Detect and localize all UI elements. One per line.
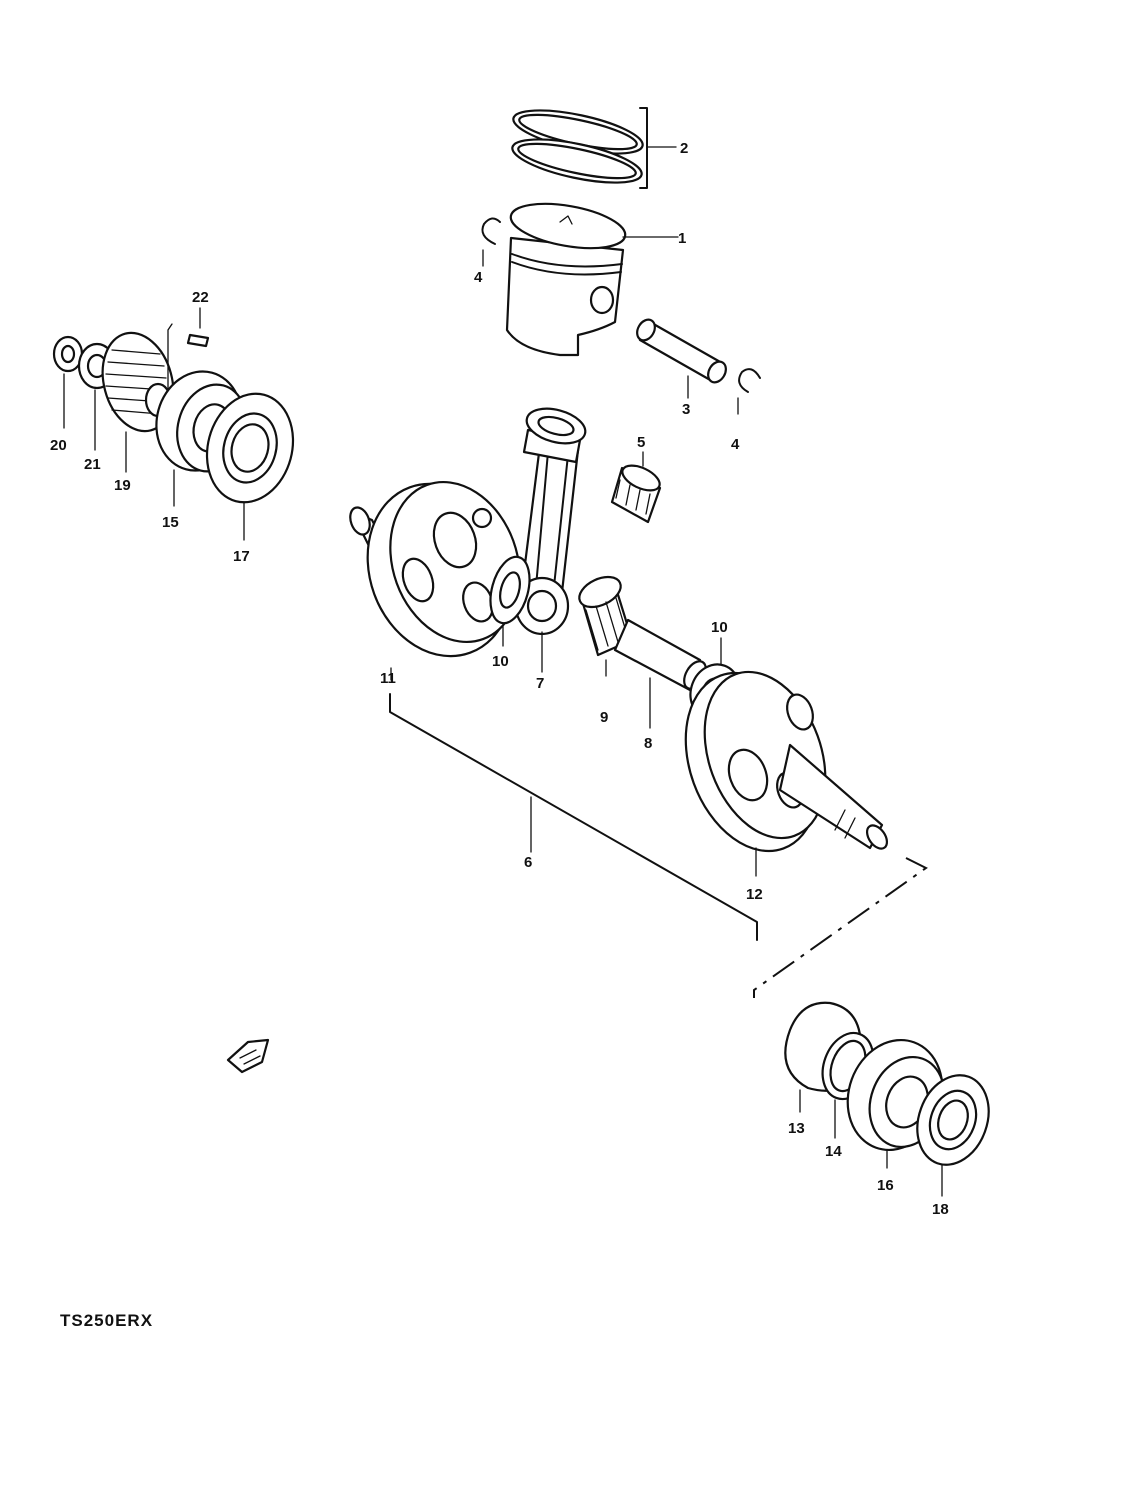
callout-22: 22 <box>192 289 209 306</box>
callout-15: 15 <box>162 514 179 531</box>
reference-line-dashed <box>753 857 928 998</box>
piston <box>505 202 679 357</box>
callout-10-right: 10 <box>711 619 728 636</box>
callout-16: 16 <box>877 1177 894 1194</box>
callout-13: 13 <box>788 1120 805 1137</box>
callout-5: 5 <box>637 434 645 451</box>
callout-19: 19 <box>114 477 131 494</box>
circlip-left <box>481 217 501 267</box>
callout-4-left: 4 <box>474 269 483 286</box>
callout-10-left: 10 <box>492 653 509 670</box>
piston-rings <box>511 107 677 189</box>
circlip-right <box>737 368 761 415</box>
callout-3: 3 <box>682 401 690 418</box>
crankshaft-right <box>684 670 889 877</box>
needle-bearing <box>610 451 662 524</box>
callout-18: 18 <box>932 1201 949 1218</box>
callout-6: 6 <box>524 854 532 871</box>
crank-nut <box>52 335 84 429</box>
connecting-rod <box>514 407 587 673</box>
crank-pin-bearing <box>578 575 634 677</box>
callout-14: 14 <box>825 1143 842 1160</box>
piston-pin <box>636 318 727 399</box>
thrust-washer-left <box>489 555 531 647</box>
callout-labels: 1 2 3 4 4 5 6 7 8 9 10 10 11 12 13 14 15… <box>50 140 949 1218</box>
callout-12: 12 <box>746 886 763 903</box>
callout-17: 17 <box>233 548 250 565</box>
model-code: TS250ERX <box>60 1311 153 1330</box>
callout-1: 1 <box>678 230 686 247</box>
callout-8: 8 <box>644 735 652 752</box>
callout-2: 2 <box>680 140 688 157</box>
front-direction-arrow-icon <box>226 1038 270 1074</box>
oil-seal-right <box>916 1074 990 1197</box>
callout-9: 9 <box>600 709 608 726</box>
callout-21: 21 <box>84 456 101 473</box>
callout-20: 20 <box>50 437 67 454</box>
callout-7: 7 <box>536 675 544 692</box>
crankshaft-assembly-bracket <box>389 693 758 941</box>
callout-4-right: 4 <box>731 436 740 453</box>
crankshaft-left <box>349 480 521 681</box>
oil-seal-left <box>205 392 295 541</box>
callout-11: 11 <box>380 670 396 687</box>
